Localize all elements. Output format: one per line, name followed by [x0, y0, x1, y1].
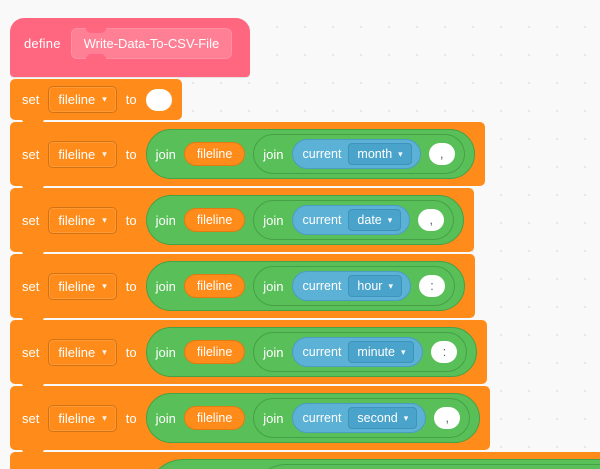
variable-name-5: fileline — [58, 344, 96, 360]
current-unit-2: month — [357, 147, 393, 161]
chevron-down-icon: ▾ — [387, 214, 393, 225]
text-input-1[interactable] — [145, 88, 172, 111]
set-keyword-4: set — [22, 278, 40, 294]
variable-reporter-5[interactable]: fileline — [183, 340, 246, 364]
current-unit-dropdown-5[interactable]: minute ▾ — [348, 341, 415, 363]
current-sensing-block-6[interactable]: current second ▾ — [291, 403, 427, 433]
inner-join-block-6[interactable]: join current second ▾ , — [253, 398, 471, 438]
current-unit-dropdown-6[interactable]: second ▾ — [348, 407, 418, 429]
separator-input-2[interactable]: , — [428, 143, 455, 165]
current-unit-5: minute — [357, 345, 395, 359]
join-label-2: join — [155, 146, 176, 162]
set-variable-block-4[interactable]: set fileline ▾ to join fileline join cur… — [10, 254, 475, 322]
variable-name-1: fileline — [58, 92, 96, 107]
variable-dropdown-3[interactable]: fileline ▾ — [48, 206, 117, 234]
current-label-3: current — [302, 213, 342, 227]
current-unit-dropdown-4[interactable]: hour ▾ — [348, 275, 402, 297]
join-label-5: join — [155, 344, 176, 360]
current-sensing-block-3[interactable]: current date ▾ — [291, 205, 411, 235]
variable-reporter-2[interactable]: fileline — [183, 142, 246, 166]
script-stack: define Write-Data-To-CSV-File set fileli… — [10, 18, 600, 469]
inner-join-block-5[interactable]: join current minute ▾ : — [253, 332, 468, 372]
join-block-7[interactable]: join fileline join round days since 2000… — [145, 459, 600, 469]
join-block-5[interactable]: join fileline join current minute ▾ : — [145, 327, 478, 377]
chevron-down-icon: ▾ — [102, 412, 107, 423]
join-block-4[interactable]: join fileline join current hour ▾ : — [145, 261, 465, 311]
separator-input-6[interactable]: , — [434, 407, 461, 429]
join-block-2[interactable]: join fileline join current month ▾ , — [145, 129, 475, 179]
chevron-down-icon: ▾ — [403, 412, 409, 423]
variable-dropdown-2[interactable]: fileline ▾ — [48, 140, 117, 168]
set-keyword-3: set — [22, 212, 40, 228]
variable-name-4: fileline — [58, 278, 96, 294]
to-keyword-6: to — [125, 410, 137, 426]
chevron-down-icon: ▾ — [388, 280, 393, 291]
inner-join-label-5: join — [263, 344, 284, 360]
variable-dropdown-5[interactable]: fileline ▾ — [48, 338, 117, 366]
join-block-3[interactable]: join fileline join current date ▾ , — [145, 195, 465, 245]
inner-join-block-7[interactable]: join round days since 2000 * 864000 + 94… — [253, 464, 600, 469]
set-variable-block-6[interactable]: set fileline ▾ to join fileline join cur… — [10, 386, 491, 454]
to-keyword-2: to — [125, 146, 137, 162]
variable-reporter-6[interactable]: fileline — [183, 406, 246, 430]
current-label-4: current — [302, 279, 342, 293]
inner-join-label-4: join — [263, 278, 284, 294]
join-label-6: join — [155, 410, 176, 426]
chevron-down-icon: ▾ — [398, 148, 403, 159]
separator-input-3[interactable]: , — [418, 209, 445, 231]
set-keyword-5: set — [22, 344, 40, 360]
current-unit-4: hour — [357, 279, 383, 293]
to-keyword-5: to — [125, 344, 137, 360]
chevron-down-icon: ▾ — [102, 280, 107, 291]
chevron-down-icon: ▾ — [400, 346, 406, 357]
set-variable-block-1[interactable]: set fileline ▾ to — [10, 79, 182, 124]
variable-name-2: fileline — [58, 146, 96, 162]
join-label-3: join — [155, 212, 176, 228]
set-keyword-1: set — [22, 92, 40, 107]
variable-dropdown-4[interactable]: fileline ▾ — [48, 272, 117, 300]
to-keyword-4: to — [125, 278, 137, 294]
inner-join-label-2: join — [263, 146, 284, 162]
variable-reporter-4[interactable]: fileline — [183, 274, 246, 298]
variable-dropdown-6[interactable]: fileline ▾ — [48, 404, 117, 432]
current-sensing-block-2[interactable]: current month ▾ — [291, 139, 421, 169]
set-keyword-2: set — [22, 146, 40, 162]
current-sensing-block-4[interactable]: current hour ▾ — [291, 271, 411, 301]
set-variable-block-3[interactable]: set fileline ▾ to join fileline join cur… — [10, 188, 475, 256]
variable-name-6: fileline — [58, 410, 96, 426]
inner-join-block-2[interactable]: join current month ▾ , — [253, 134, 465, 174]
current-unit-dropdown-2[interactable]: month ▾ — [348, 143, 412, 165]
set-variable-block-2[interactable]: set fileline ▾ to join fileline join cur… — [10, 122, 485, 190]
chevron-down-icon: ▾ — [102, 346, 107, 357]
set-variable-block-7[interactable]: set fileline ▾ to join fileline join rou… — [10, 452, 600, 469]
define-keyword: define — [24, 36, 61, 51]
chevron-down-icon: ▾ — [102, 214, 107, 225]
current-unit-dropdown-3[interactable]: date ▾ — [348, 209, 402, 231]
current-label-6: current — [302, 411, 342, 425]
inner-join-label-6: join — [263, 410, 284, 426]
procedure-prototype[interactable]: Write-Data-To-CSV-File — [70, 28, 233, 59]
inner-join-label-3: join — [263, 212, 284, 228]
current-label-5: current — [302, 345, 342, 359]
variable-dropdown-1[interactable]: fileline ▾ — [48, 86, 117, 113]
separator-input-5[interactable]: : — [431, 341, 458, 363]
join-label-4: join — [155, 278, 176, 294]
chevron-down-icon: ▾ — [102, 94, 107, 104]
inner-join-block-3[interactable]: join current date ▾ , — [253, 200, 455, 240]
current-sensing-block-5[interactable]: current minute ▾ — [291, 337, 424, 367]
variable-reporter-3[interactable]: fileline — [183, 208, 246, 232]
variable-name-3: fileline — [58, 212, 96, 228]
join-block-6[interactable]: join fileline join current second ▾ , — [145, 393, 481, 443]
current-unit-6: second — [357, 411, 398, 425]
define-hat-block[interactable]: define Write-Data-To-CSV-File — [10, 18, 251, 77]
separator-input-4[interactable]: : — [418, 275, 445, 297]
inner-join-block-4[interactable]: join current hour ▾ : — [253, 266, 455, 306]
chevron-down-icon: ▾ — [102, 148, 107, 159]
set-keyword-6: set — [22, 410, 40, 426]
to-keyword-3: to — [125, 212, 137, 228]
set-variable-block-5[interactable]: set fileline ▾ to join fileline join cur… — [10, 320, 488, 388]
current-label-2: current — [302, 147, 342, 161]
current-unit-3: date — [357, 213, 382, 227]
to-keyword-1: to — [125, 92, 137, 107]
